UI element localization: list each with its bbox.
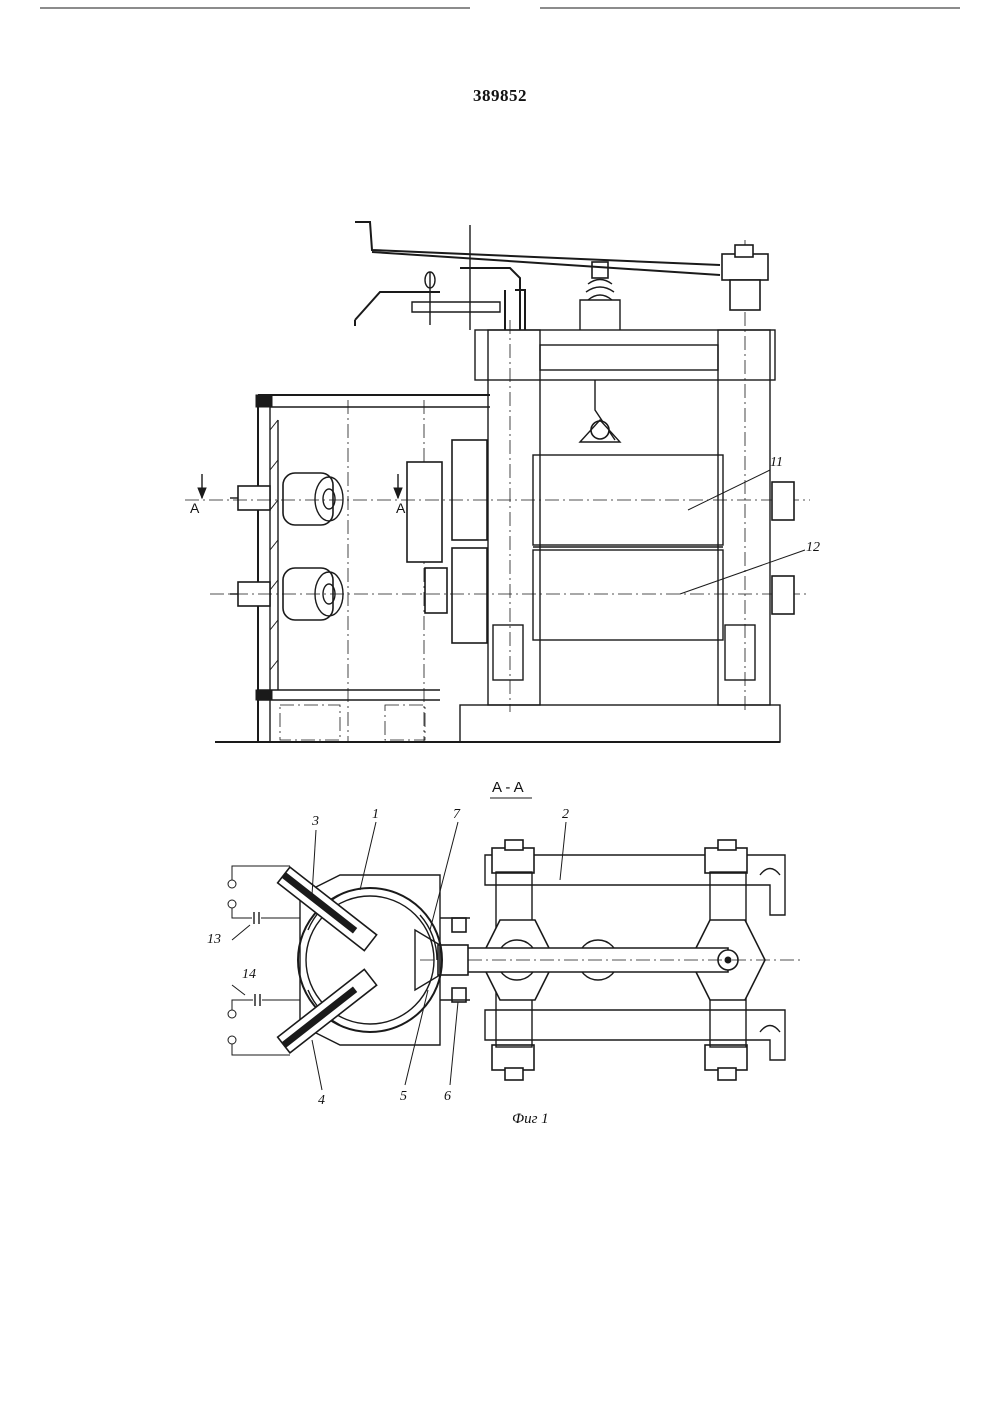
section-view: A - A <box>207 779 800 1108</box>
label-4: 4 <box>318 1093 325 1108</box>
label-1: 1 <box>372 807 379 822</box>
section-title: A - A <box>492 779 524 796</box>
figure-caption: Фиг 1 <box>512 1111 549 1127</box>
label-6: 6 <box>444 1089 451 1104</box>
label-5: 5 <box>400 1089 407 1104</box>
label-7: 7 <box>453 807 461 822</box>
label-11: 11 <box>770 455 783 470</box>
label-2: 2 <box>562 807 569 822</box>
label-13: 13 <box>207 932 221 947</box>
label-12: 12 <box>806 540 820 555</box>
section-mark-right: A <box>396 500 406 516</box>
elevation-view: A A 11 12 <box>185 222 820 742</box>
label-14: 14 <box>242 967 256 982</box>
label-3: 3 <box>311 814 319 829</box>
section-mark-left: A <box>190 500 200 516</box>
